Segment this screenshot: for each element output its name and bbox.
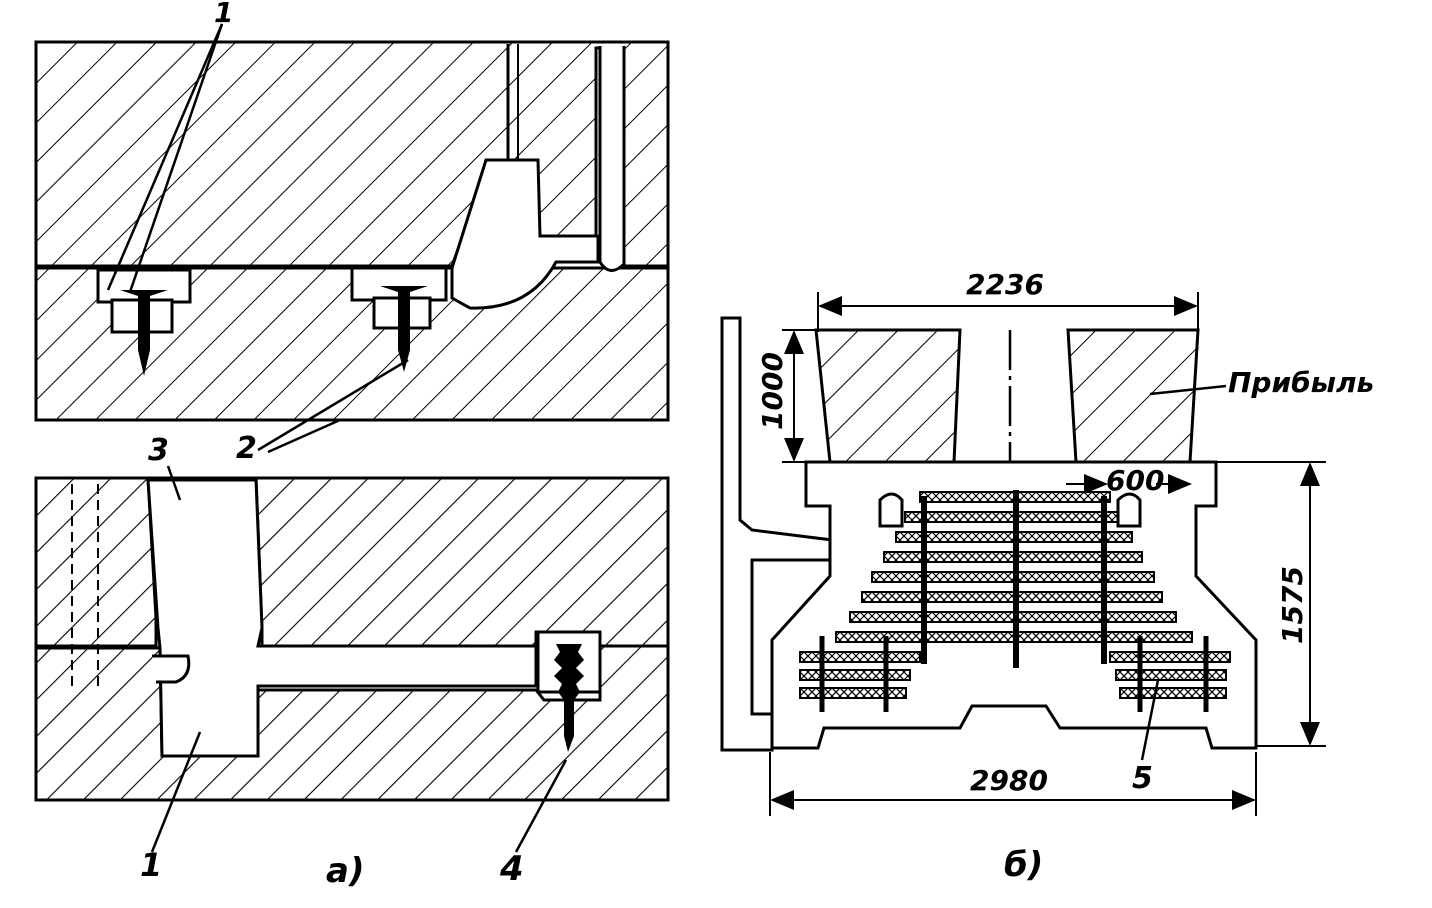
mold-b-section: 2236 1000 Прибыль 600 1575 2980 5 б)	[720, 268, 1374, 885]
riser-left	[814, 328, 962, 464]
callout-2-top: 2	[236, 431, 257, 466]
callout-5: 5	[1132, 761, 1153, 796]
dim-1000: 1000	[756, 352, 789, 430]
cooling-grid	[799, 490, 1231, 712]
mold-top-section: 1 2	[34, 0, 670, 466]
dim-2236: 2236	[966, 268, 1044, 301]
callout-4-bottom: 4	[499, 849, 524, 889]
upper-flask-top	[34, 40, 670, 268]
dim-1575: 1575	[1276, 566, 1309, 644]
riser-right	[1066, 328, 1200, 464]
callout-1-bottom: 1	[140, 846, 162, 884]
callout-1-top: 1	[214, 0, 233, 29]
sprue-top	[598, 46, 626, 272]
caption-b: б)	[1004, 845, 1043, 885]
nail-2	[380, 286, 428, 372]
casting-top	[450, 158, 600, 310]
dim-600: 600	[1106, 464, 1164, 497]
mold-bottom-section: 3 1 4 а)	[34, 433, 670, 891]
label-pribyl: Прибыль	[1228, 366, 1374, 399]
dim-2980: 2980	[970, 764, 1048, 797]
callout-3-bottom: 3	[148, 433, 169, 468]
screw-4	[554, 644, 584, 752]
gating-left	[720, 316, 834, 752]
casting-cavity	[146, 478, 538, 758]
nail-1	[120, 290, 168, 376]
caption-a: а)	[326, 851, 364, 891]
upper-flask-bottom	[34, 476, 670, 648]
